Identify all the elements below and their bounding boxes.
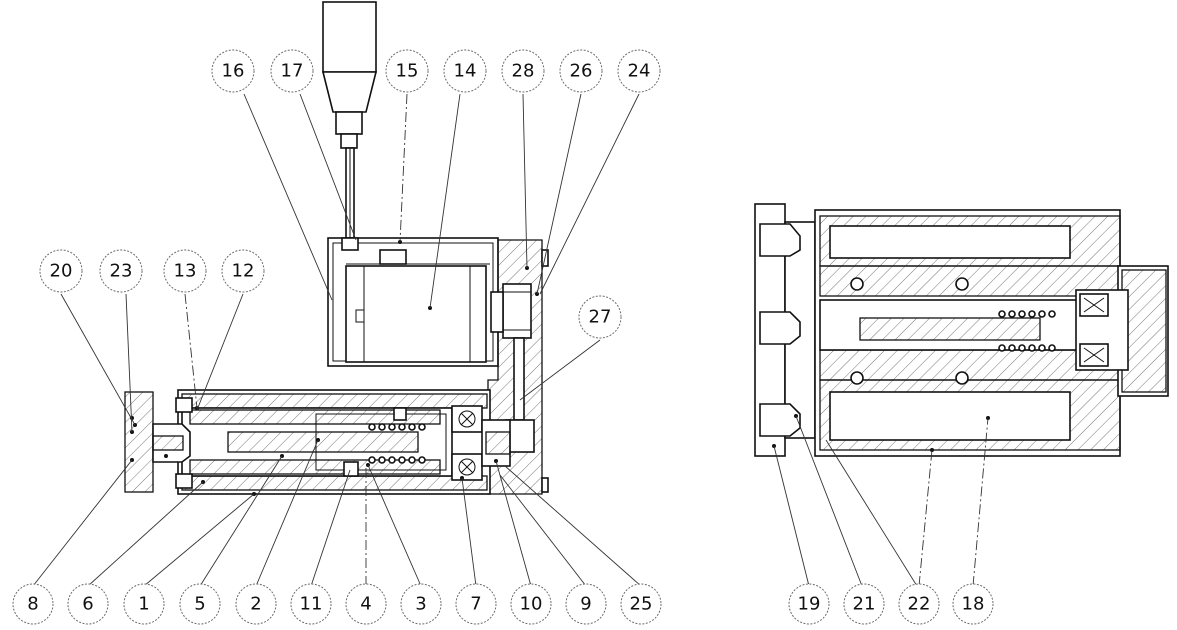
balloon-1: 1 <box>123 583 165 625</box>
balloon-25: 25 <box>620 583 662 625</box>
balloon-18: 18 <box>952 583 994 625</box>
spring-coils <box>368 423 426 464</box>
svg-text:22: 22 <box>908 594 931 615</box>
balloons: 16 17 15 14 28 26 24 20 23 13 12 27 8 6 <box>12 49 994 625</box>
svg-text:13: 13 <box>174 261 197 282</box>
svg-text:27: 27 <box>589 307 612 328</box>
cylinder-barrel <box>177 389 511 496</box>
svg-text:5: 5 <box>194 594 205 615</box>
left-section-view <box>124 1 549 496</box>
svg-text:24: 24 <box>628 61 651 82</box>
balloon-28: 28 <box>501 49 545 93</box>
svg-text:18: 18 <box>962 594 985 615</box>
right-spring-coils <box>998 310 1056 352</box>
balloon-9: 9 <box>565 583 607 625</box>
motor-body <box>321 1 378 239</box>
right-bearings <box>1079 293 1109 367</box>
svg-text:23: 23 <box>110 261 133 282</box>
svg-text:15: 15 <box>396 61 419 82</box>
balloon-15: 15 <box>385 49 429 93</box>
svg-text:19: 19 <box>798 594 821 615</box>
balloon-27: 27 <box>578 295 622 339</box>
balloon-19: 19 <box>788 583 830 625</box>
svg-text:8: 8 <box>27 594 38 615</box>
balloon-6: 6 <box>67 583 109 625</box>
balloon-5: 5 <box>179 583 221 625</box>
svg-text:10: 10 <box>520 594 543 615</box>
leader-lines <box>32 93 989 587</box>
svg-text:4: 4 <box>360 594 371 615</box>
balloon-20: 20 <box>39 249 83 293</box>
svg-text:21: 21 <box>853 594 876 615</box>
balloon-12: 12 <box>221 249 265 293</box>
balloon-14: 14 <box>443 49 487 93</box>
svg-text:17: 17 <box>281 61 304 82</box>
balloon-26: 26 <box>559 49 603 93</box>
balloon-11: 11 <box>290 583 332 625</box>
balloon-16: 16 <box>211 49 255 93</box>
balloon-2: 2 <box>235 583 277 625</box>
svg-text:2: 2 <box>250 594 261 615</box>
balloon-13: 13 <box>163 249 207 293</box>
balloon-21: 21 <box>843 583 885 625</box>
bearings <box>451 405 511 481</box>
balloon-7: 7 <box>455 583 497 625</box>
svg-text:1: 1 <box>138 594 149 615</box>
balloon-23: 23 <box>99 249 143 293</box>
svg-text:7: 7 <box>470 594 481 615</box>
svg-text:9: 9 <box>580 594 591 615</box>
svg-text:3: 3 <box>415 594 426 615</box>
svg-text:14: 14 <box>454 61 477 82</box>
rod-end <box>124 391 205 493</box>
right-section-view <box>754 203 1169 457</box>
svg-text:28: 28 <box>512 61 535 82</box>
svg-text:11: 11 <box>300 594 323 615</box>
svg-text:26: 26 <box>570 61 593 82</box>
balloon-22: 22 <box>898 583 940 625</box>
balloon-4: 4 <box>345 583 387 625</box>
svg-text:6: 6 <box>82 594 93 615</box>
balloon-17: 17 <box>270 49 314 93</box>
balloon-24: 24 <box>617 49 661 93</box>
svg-text:20: 20 <box>50 261 73 282</box>
svg-text:25: 25 <box>630 594 653 615</box>
balloon-3: 3 <box>400 583 442 625</box>
svg-text:16: 16 <box>222 61 245 82</box>
motor-housing <box>327 237 499 367</box>
balloon-8: 8 <box>12 583 54 625</box>
svg-text:12: 12 <box>232 261 255 282</box>
balloon-10: 10 <box>510 583 552 625</box>
